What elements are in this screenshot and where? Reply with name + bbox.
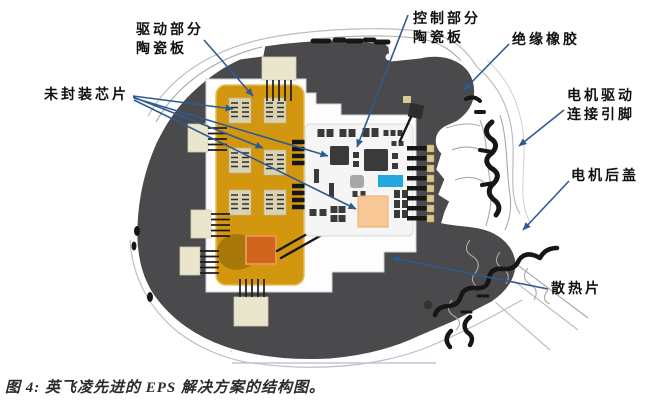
label-line: 未封装芯片 bbox=[44, 86, 129, 102]
top-connector bbox=[261, 56, 297, 101]
arrow-drive-ceramic bbox=[203, 39, 254, 97]
bottom-connector bbox=[233, 279, 269, 327]
label-insulation-rubber: 绝缘橡胶 bbox=[512, 30, 580, 49]
label-motor-rear-cover: 电机后盖 bbox=[571, 166, 639, 185]
label-line: 散热片 bbox=[551, 280, 602, 296]
control-ceramic-board bbox=[304, 96, 435, 237]
arrow-motor-drive-pins bbox=[518, 109, 565, 147]
label-line: 驱动部分 bbox=[136, 21, 204, 37]
label-line: 电机后盖 bbox=[571, 167, 639, 183]
label-control-ceramic: 控制部分 陶瓷板 bbox=[413, 9, 481, 47]
arrow-insulation-rubber bbox=[463, 43, 510, 91]
peach-die bbox=[357, 195, 389, 228]
label-line: 电机驱动 bbox=[567, 87, 635, 103]
bare-die-chip bbox=[245, 235, 277, 265]
label-heatsink: 散热片 bbox=[551, 279, 602, 298]
arrow-motor-rear-cover bbox=[522, 180, 570, 231]
motor-connector-sketch bbox=[445, 95, 512, 231]
label-unpackaged-die: 未封装芯片 bbox=[44, 85, 129, 104]
corner-pad bbox=[403, 96, 411, 103]
power-ic bbox=[364, 149, 388, 171]
corner-component bbox=[407, 102, 425, 120]
label-line: 控制部分 bbox=[413, 10, 481, 26]
annotation-arrows bbox=[132, 14, 570, 290]
gray-component bbox=[350, 175, 364, 188]
label-motor-drive-pins: 电机驱动 连接引脚 bbox=[567, 86, 635, 124]
arrow-heatsink bbox=[391, 256, 549, 290]
label-line: 陶瓷板 bbox=[413, 29, 464, 45]
label-line: 陶瓷板 bbox=[136, 40, 187, 56]
cyan-component bbox=[378, 175, 403, 187]
label-line: 绝缘橡胶 bbox=[512, 31, 580, 47]
arrow-fan-unpackaged-die bbox=[132, 95, 357, 210]
connectors bbox=[179, 56, 297, 327]
arrow-control-ceramic bbox=[356, 14, 409, 148]
figure-caption: 图 4: 英飞凌先进的 EPS 解决方案的结构图。 bbox=[5, 380, 326, 396]
control-ic bbox=[330, 146, 349, 165]
label-line: 连接引脚 bbox=[567, 106, 635, 122]
label-drive-ceramic: 驱动部分 陶瓷板 bbox=[136, 20, 204, 58]
